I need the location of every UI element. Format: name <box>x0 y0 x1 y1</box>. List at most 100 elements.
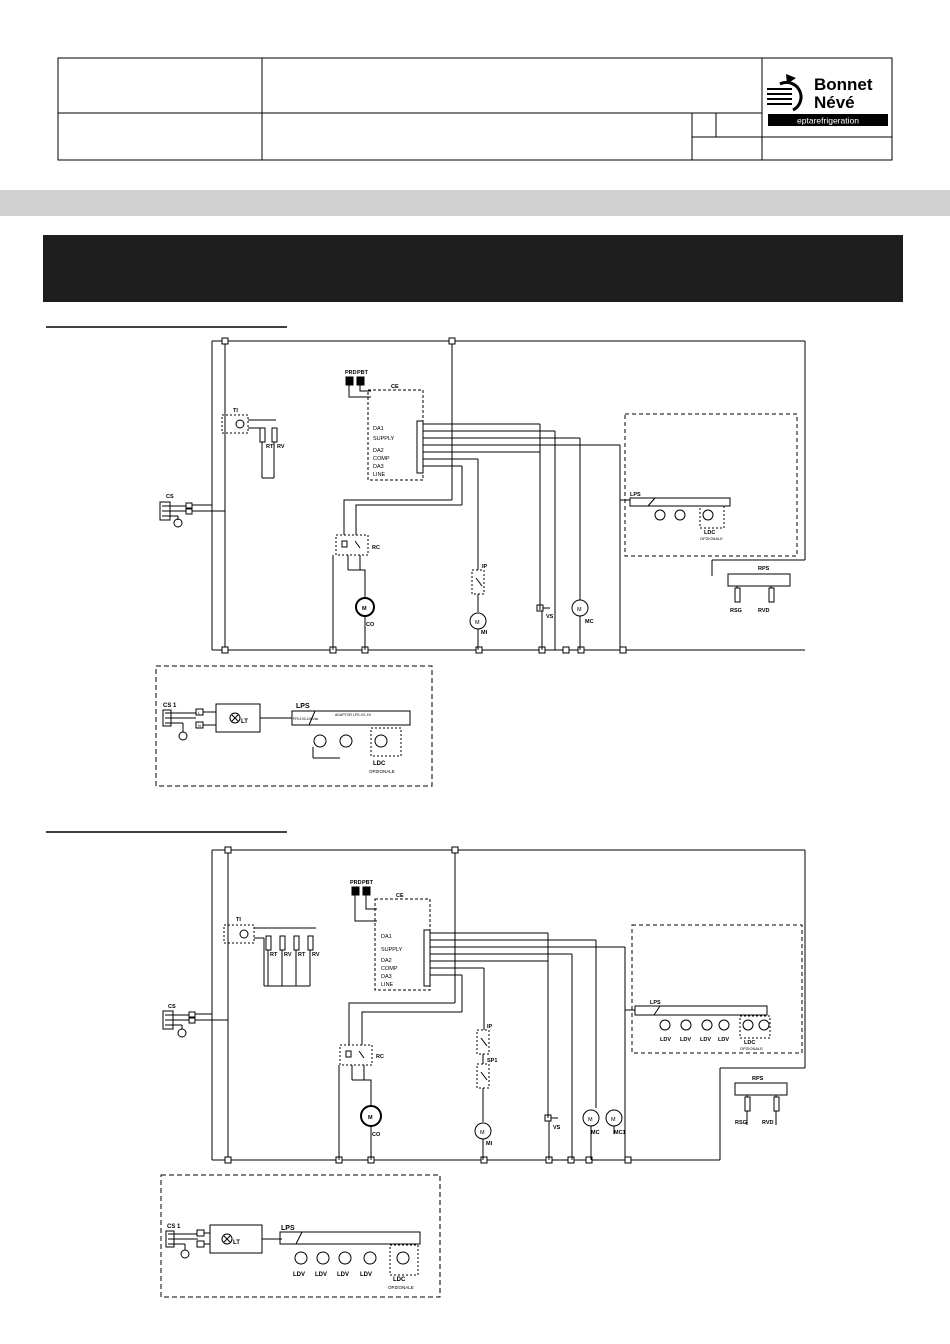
label-lt-2: LT <box>233 1240 240 1246</box>
label-ldv-2a: LDV <box>660 1037 671 1043</box>
label-da1: DA1 <box>373 426 384 432</box>
motor-mi-2-icon: M <box>480 1130 485 1136</box>
label-ldc: LDC <box>704 530 715 536</box>
label-prd-2: PRD <box>350 880 362 886</box>
label-rsg-2: RSG <box>735 1120 747 1126</box>
diagram-1-plug-cs: CS <box>159 494 225 528</box>
logo-mark-icon <box>767 74 803 112</box>
label-ti: TI <box>233 408 238 414</box>
title-banner <box>43 235 903 302</box>
label-lps-2: LPS <box>650 1000 661 1006</box>
label-lps-opt1: LPS <box>296 703 310 710</box>
diagram-2-valve-vs: VS <box>544 1114 561 1160</box>
label-line-2: LINE <box>381 982 394 988</box>
label-da2: DA2 <box>373 448 384 454</box>
label-rps-2: RPS <box>752 1076 764 1082</box>
label-ldc-opt1: LDC <box>373 761 386 767</box>
label-n: N <box>198 723 201 728</box>
label-l: L <box>198 710 201 715</box>
diagram-1-rps: RPS RSG RVD <box>711 559 805 614</box>
label-pbt: PBT <box>357 370 369 376</box>
diagram-2-fans-mc: M MC M MC1 <box>582 1109 626 1160</box>
section-band <box>0 190 950 216</box>
label-lps-opt2: LPS <box>281 1225 295 1232</box>
diagram-1-led-module: LPS LDC OPZIONALE <box>620 413 798 557</box>
label-ip-2: IP <box>487 1024 493 1030</box>
motor-co-2-icon: M <box>368 1115 373 1121</box>
option-1-box: CS 1 L N LT LPS PRI:100-240Vac ADAPTOR L… <box>155 665 433 787</box>
diagram-1: TI RT RV CS PRD PBT <box>159 337 806 654</box>
label-input: PRI:100-240Vac <box>293 717 319 721</box>
label-ip: IP <box>482 564 488 570</box>
diagram-2: TI RT RV RT RV CS <box>162 846 806 1164</box>
label-cs: CS <box>166 494 174 500</box>
label-rvd-2: RVD <box>762 1120 774 1126</box>
label-da1-2: DA1 <box>381 934 392 940</box>
diagram-2-bus <box>211 846 806 1164</box>
label-rv-2a: RV <box>284 952 292 958</box>
motor-mc-2-icon: M <box>588 1117 593 1123</box>
label-cs1: CS 1 <box>163 703 177 709</box>
label-ldv-2d: LDV <box>718 1037 729 1043</box>
label-rt: RT <box>266 444 274 450</box>
label-mc-2: MC <box>591 1130 600 1136</box>
label-lps: LPS <box>630 492 641 498</box>
diagram-1-fan-mc: M MC <box>571 599 594 650</box>
label-mi-2: MI <box>486 1141 493 1147</box>
label-optional-opt2: OPZIONALE <box>388 1285 414 1290</box>
logo-brand-line2: Névé <box>814 93 855 112</box>
logo-brand-line1: Bonnet <box>814 75 873 94</box>
label-mc: MC <box>585 619 594 625</box>
label-ce: CE <box>391 384 399 390</box>
label-mc1: MC1 <box>614 1130 626 1136</box>
label-sp1: SP1 <box>487 1058 497 1064</box>
label-supply: SUPPLY <box>373 436 395 442</box>
label-vs: VS <box>546 614 554 620</box>
label-ldv-2b: LDV <box>680 1037 691 1043</box>
label-pbt-2: PBT <box>362 880 374 886</box>
label-rt-2a: RT <box>270 952 278 958</box>
option-2-box: CS 1 LT LPS LDV LDV LDV LDV LDC OPZIONAL… <box>160 1174 441 1298</box>
label-line: LINE <box>373 472 386 478</box>
label-supply-2: SUPPLY <box>381 947 403 953</box>
label-rc-2: RC <box>376 1054 384 1060</box>
label-co-2: CO <box>372 1132 381 1138</box>
label-rt-2b: RT <box>298 952 306 958</box>
label-cs1-2: CS 1 <box>167 1224 181 1230</box>
label-ldv-opt2b: LDV <box>315 1272 327 1278</box>
label-ldv-opt2a: LDV <box>293 1272 305 1278</box>
diagram-2-controller-ce: PRD PBT CE DA1 SUPPLY DA2 COMP DA3 LINE <box>348 880 635 1160</box>
diagram-2-plug-cs: CS <box>162 1004 228 1038</box>
label-rv-2b: RV <box>312 952 320 958</box>
diagram-2-relay-rc: RC M CO <box>338 1044 384 1160</box>
label-adaptor: ADAPTOR LPS-XX-XX <box>335 713 372 717</box>
bonnet-neve-logo: Bonnet Névé eptarefrigeration <box>767 74 888 126</box>
diagram-1-controller-ce: PRD PBT CE DA1 SUPPLY DA2 COMP DA3 LINE <box>343 370 621 650</box>
title-block <box>57 57 893 161</box>
label-ldv-opt2d: LDV <box>360 1272 372 1278</box>
diagram-2-fan-mi: IP SP1 M MI <box>474 1024 497 1160</box>
label-rc: RC <box>372 545 380 551</box>
motor-mi-icon: M <box>475 620 480 626</box>
label-ldc-opt2: LDC <box>393 1277 406 1283</box>
label-prd: PRD <box>345 370 357 376</box>
motor-mc1-icon: M <box>611 1117 616 1123</box>
label-comp: COMP <box>373 456 390 462</box>
diagram-2-transformer: TI RT RV RT RV <box>223 917 320 987</box>
label-da2-2: DA2 <box>381 958 392 964</box>
label-da3: DA3 <box>373 464 384 470</box>
diagram-2-rps: RPS RSG RVD <box>720 1067 805 1126</box>
label-ce-2: CE <box>396 893 404 899</box>
diagram-1-relay-rc: RC M CO <box>332 534 380 650</box>
label-rps: RPS <box>758 566 770 572</box>
label-ldv-2c: LDV <box>700 1037 711 1043</box>
label-comp-2: COMP <box>381 966 398 972</box>
label-cs-2: CS <box>168 1004 176 1010</box>
label-ldc-2: LDC <box>744 1040 755 1046</box>
label-optional-2: OPZIONALE <box>740 1046 763 1051</box>
label-lt: LT <box>241 719 248 725</box>
label-rvd: RVD <box>758 608 770 614</box>
diagram-1-transformer: TI RT RV <box>221 408 285 479</box>
label-co: CO <box>366 622 375 628</box>
